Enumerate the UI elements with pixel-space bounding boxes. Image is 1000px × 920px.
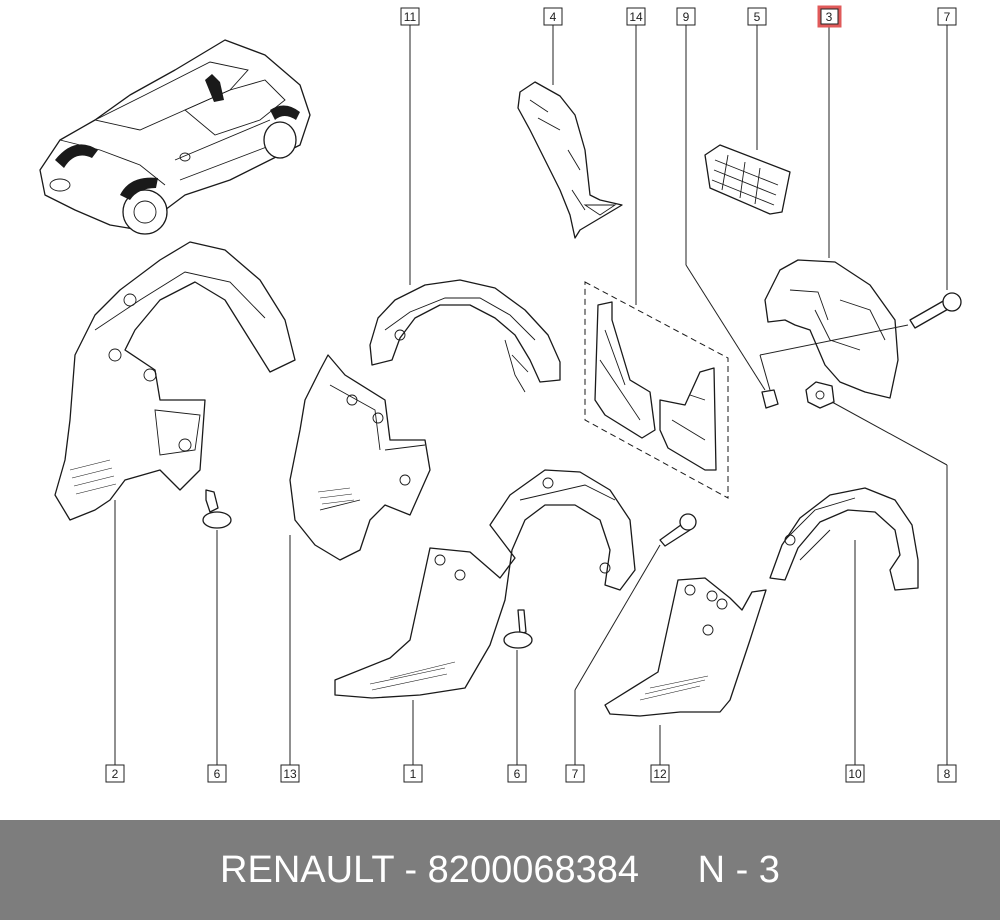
callout-1: 1 [403, 764, 423, 783]
parts-diagram: 11 4 14 9 5 3 7 2 6 13 1 6 [39, 5, 962, 783]
callout-2-label: 2 [112, 767, 119, 781]
callout-6-center-label: 6 [514, 767, 521, 781]
callout-7-bottom: 7 [565, 764, 585, 783]
callout-11-label: 11 [404, 10, 417, 24]
callout-7-bottom-label: 7 [572, 767, 579, 781]
callout-13-label: 13 [283, 767, 297, 781]
part-3-splash-shield [764, 259, 899, 399]
part-2-front-arch-liner [54, 241, 296, 521]
part-12-rear-liner [604, 577, 767, 717]
part-4-inner-liner [517, 81, 623, 239]
callout-14-label: 14 [629, 10, 643, 24]
footer-banner: RENAULT - 8200068384 N - 3 [0, 820, 1000, 920]
part-9-clip [761, 389, 779, 409]
callout-7-top-label: 7 [944, 10, 951, 24]
part-8-nut [805, 381, 835, 409]
callout-8: 8 [937, 764, 957, 783]
part-7-screw-center [659, 513, 697, 547]
callout-6-left-label: 6 [214, 767, 221, 781]
part-11-wheel-arch-liner [369, 279, 561, 393]
callout-7-top: 7 [937, 7, 957, 26]
part-1-front-liner [334, 469, 636, 699]
callout-5: 5 [747, 7, 767, 26]
leader-lines [114, 25, 948, 765]
callout-4: 4 [543, 7, 563, 26]
part-14-mud-flaps [584, 281, 729, 499]
part-10-rear-arch-liner [769, 487, 919, 591]
callout-11: 11 [400, 7, 420, 26]
callout-6-center: 6 [507, 764, 527, 783]
part-6-clip-left [202, 489, 232, 529]
callout-3-label: 3 [826, 10, 833, 24]
part-5-vent-grille [704, 144, 791, 215]
callout-12-label: 12 [653, 767, 667, 781]
callout-1-label: 1 [410, 767, 417, 781]
callout-4-label: 4 [550, 10, 557, 24]
car-overview-illustration [39, 39, 311, 235]
callout-10: 10 [845, 764, 865, 783]
part-13-liner-section [289, 354, 431, 561]
part-7-screw-top [909, 292, 962, 329]
callout-12: 12 [650, 764, 670, 783]
callout-8-label: 8 [944, 767, 951, 781]
footer-part-info: RENAULT - 8200068384 [220, 849, 640, 891]
part-6-clip-center [503, 609, 533, 649]
callout-14: 14 [626, 7, 646, 26]
callout-9: 9 [676, 7, 696, 26]
callout-5-label: 5 [754, 10, 761, 24]
callout-6-left: 6 [207, 764, 227, 783]
callout-13: 13 [280, 764, 300, 783]
footer-diagram-ref: N - 3 [697, 849, 780, 891]
callout-10-label: 10 [848, 767, 862, 781]
callout-2: 2 [105, 764, 125, 783]
callout-3-highlighted: 3 [817, 5, 842, 28]
callout-9-label: 9 [683, 10, 690, 24]
